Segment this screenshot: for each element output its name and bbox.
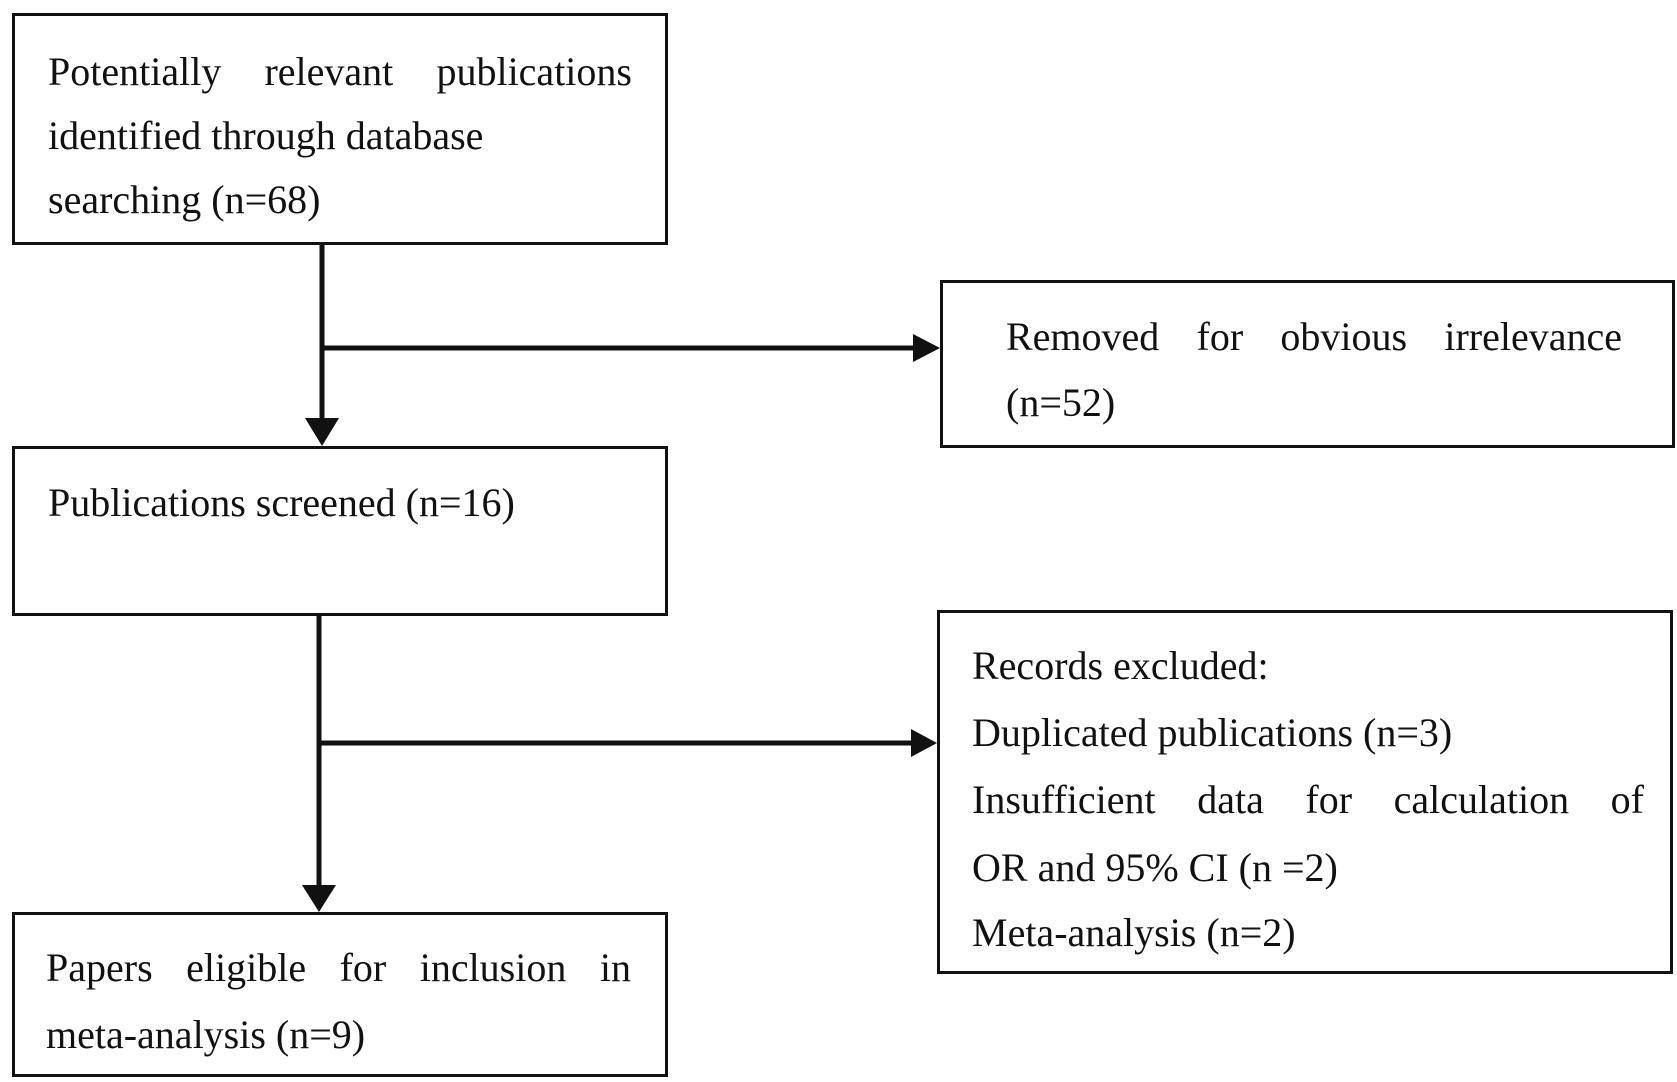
excluded-line-3: Insufficient data for calculation of <box>972 780 1644 820</box>
word: calculation <box>1393 777 1570 822</box>
arrowhead-down-icon <box>305 418 339 446</box>
arrowhead-right-icon <box>911 729 937 757</box>
identified-line-3: searching (n=68) <box>48 177 321 222</box>
removed-line-2: (n=52) <box>1006 380 1116 425</box>
box-identified: Potentially relevant publications identi… <box>12 13 668 245</box>
word: Insufficient <box>972 777 1156 822</box>
word: data <box>1197 777 1264 822</box>
word: relevant <box>264 49 394 94</box>
screened-line-1: Publications screened (n=16) <box>48 480 515 525</box>
excluded-line-2: Duplicated publications (n=3) <box>972 710 1453 755</box>
box-screened: Publications screened (n=16) <box>12 446 668 616</box>
removed-line-1: Removed for obvious irrelevance <box>1006 317 1622 357</box>
arrowhead-right-icon <box>913 334 940 362</box>
word: for <box>339 945 387 990</box>
word: publications <box>436 49 632 94</box>
word: inclusion <box>419 945 567 990</box>
word: Removed <box>1006 314 1160 359</box>
word: of <box>1610 777 1644 822</box>
box-removed: Removed for obvious irrelevance (n=52) <box>940 280 1675 448</box>
eligible-line-2: meta-analysis (n=9) <box>46 1012 366 1057</box>
word: for <box>1196 314 1244 359</box>
excluded-line-1: Records excluded: <box>972 643 1269 688</box>
word: eligible <box>186 945 307 990</box>
word: irrelevance <box>1444 314 1622 359</box>
word: Papers <box>46 945 153 990</box>
word: in <box>599 945 631 990</box>
arrowhead-down-icon <box>302 885 336 912</box>
word: for <box>1305 777 1353 822</box>
identified-line-1: Potentially relevant publications <box>48 52 632 92</box>
word: obvious <box>1280 314 1408 359</box>
excluded-line-5: Meta-analysis (n=2) <box>972 910 1296 955</box>
identified-line-2: identified through database <box>48 113 484 158</box>
box-eligible: Papers eligible for inclusion in meta-an… <box>12 912 668 1077</box>
excluded-line-4: OR and 95% CI (n =2) <box>972 845 1338 890</box>
eligible-line-1: Papers eligible for inclusion in <box>46 948 631 988</box>
box-excluded: Records excluded: Duplicated publication… <box>937 610 1673 974</box>
word: Potentially <box>48 49 222 94</box>
